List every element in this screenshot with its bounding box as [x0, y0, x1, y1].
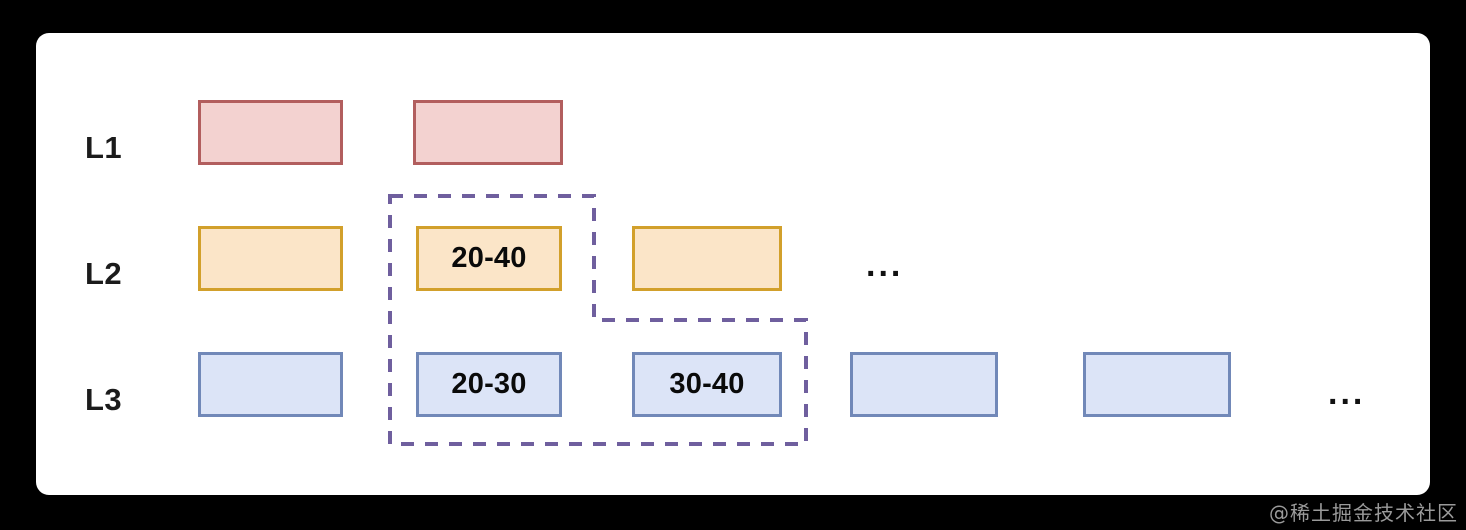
row-label-l2: L2	[85, 256, 123, 291]
l3-box-1[interactable]	[198, 352, 343, 417]
l1-box-2[interactable]	[413, 100, 563, 165]
row-label-l3: L3	[85, 382, 123, 417]
l3-ellipsis: ...	[1328, 374, 1366, 412]
l3-box-2-range-20-30[interactable]: 20-30	[416, 352, 562, 417]
l3-box-5[interactable]	[1083, 352, 1231, 417]
l2-ellipsis: ...	[866, 246, 904, 284]
l2-box-2-range-20-40[interactable]: 20-40	[416, 226, 562, 291]
l3-box-4[interactable]	[850, 352, 998, 417]
l2-box-3[interactable]	[632, 226, 782, 291]
watermark-text: @稀土掘金技术社区	[1269, 501, 1458, 525]
row-label-l1: L1	[85, 130, 123, 165]
l2-box-1[interactable]	[198, 226, 343, 291]
l3-box-3-range-30-40[interactable]: 30-40	[632, 352, 782, 417]
l1-box-1[interactable]	[198, 100, 343, 165]
